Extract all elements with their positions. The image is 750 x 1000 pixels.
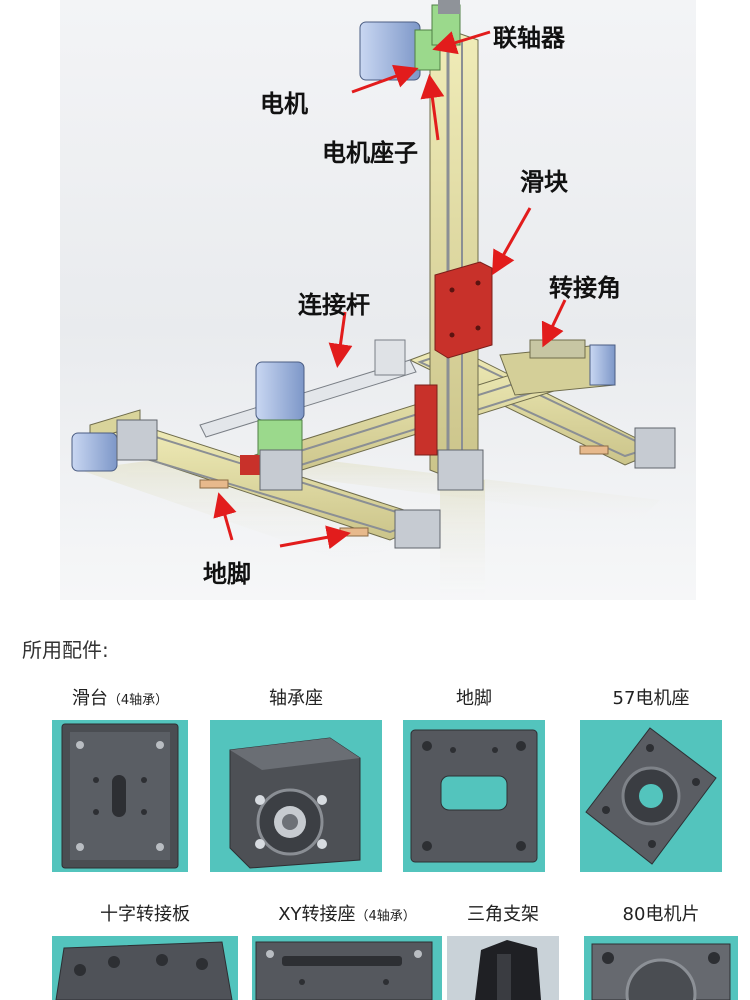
part-photo [447, 936, 559, 1000]
part-80-motor-plate: 80电机片 [584, 896, 738, 1000]
z-column [414, 31, 484, 491]
part-photo [252, 936, 442, 1000]
foot-right [579, 445, 609, 455]
part-xy-adapter-seat: XY转接座（4轴承） [252, 896, 442, 1000]
callout-corner-adapter: 转接角 [549, 274, 621, 302]
back-rail [499, 344, 616, 396]
part-57-motor-mount: 57电机座 [580, 680, 722, 880]
part-bearing-seat: 轴承座 [210, 680, 382, 880]
part-photo [52, 720, 188, 872]
part-label: 57电机座 [612, 688, 690, 709]
gantry-cad-illustration: 联轴器 电机 电机座子 滑块 转接角 连接杆 地脚 [60, 0, 696, 600]
part-slide-table: 滑台（4轴承） [52, 680, 188, 880]
part-photo [52, 936, 238, 1000]
carriage-motor [240, 361, 305, 491]
parts-section-title: 所用配件: [22, 638, 109, 662]
part-triangle-bracket: 三角支架 [447, 896, 559, 1000]
callout-slider: 滑块 [520, 168, 568, 196]
part-sublabel: （4轴承） [355, 909, 416, 924]
callout-arrows [213, 30, 567, 550]
part-label: 80电机片 [622, 904, 700, 925]
callout-coupling: 联轴器 [493, 24, 565, 52]
part-foot: 地脚 [403, 680, 545, 880]
part-photo [584, 936, 738, 1000]
part-photo [580, 720, 722, 872]
part-label: 三角支架 [467, 904, 539, 925]
part-label: 滑台 [71, 688, 108, 709]
callout-motor: 电机 [260, 90, 308, 118]
part-cross-adapter-plate: 十字转接板 [52, 896, 238, 1000]
part-label: 十字转接板 [100, 904, 190, 925]
part-label: XY转接座 [278, 904, 356, 925]
part-photo [210, 720, 382, 872]
part-sublabel: （4轴承） [107, 693, 169, 708]
callout-feet: 地脚 [203, 560, 251, 588]
callout-connecting-rod: 连接杆 [298, 291, 370, 319]
left-motor [71, 419, 158, 472]
part-label: 轴承座 [269, 688, 323, 709]
connecting-rod [199, 339, 417, 438]
part-label: 地脚 [456, 688, 492, 709]
z-slider [434, 261, 493, 359]
gantry-drawing [71, 0, 676, 600]
foot-left [199, 479, 229, 489]
callout-motor-mount: 电机座子 [322, 139, 418, 167]
part-photo [403, 720, 545, 872]
